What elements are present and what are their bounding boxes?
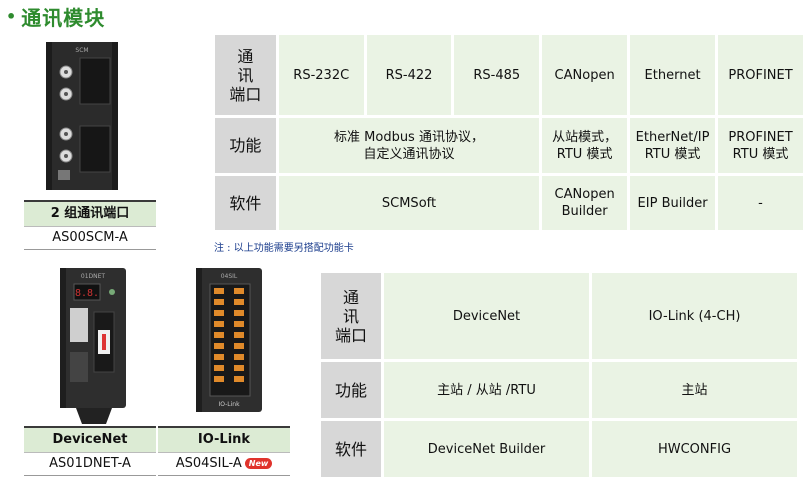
function-cell: 从站模式， RTU 模式: [542, 118, 628, 173]
footnote: 注 : 以上功能需要另搭配功能卡: [214, 243, 354, 254]
table2-row-interfaces: 通 讯 端口 DeviceNet IO-Link (4-CH): [321, 273, 797, 359]
interface-cell: CANopen: [542, 35, 628, 115]
dnet-label-top: DeviceNet: [24, 428, 156, 452]
dnet-label-model: AS01DNET-A: [24, 452, 156, 475]
table1-header-software: 软件: [215, 176, 276, 230]
section-title: •通讯模块: [6, 2, 105, 31]
sil-brand-text: IO-Link: [218, 401, 240, 408]
dnet-display-text: 8.8.: [75, 288, 99, 299]
function-cell: 主站 / 从站 /RTU: [384, 362, 589, 418]
function-cell: 主站: [592, 362, 797, 418]
interface-cell: IO-Link (4-CH): [592, 273, 797, 359]
table2-header-software: 软件: [321, 421, 381, 477]
dnet-label: DeviceNet AS01DNET-A: [24, 426, 156, 476]
table2-row-functions: 功能 主站 / 从站 /RTU 主站: [321, 362, 797, 418]
dnet-sil-spec-table: 通 讯 端口 DeviceNet IO-Link (4-CH) 功能 主站 / …: [318, 270, 800, 480]
sil-module-image: 04SIL IO-Link: [194, 268, 266, 414]
function-cell: 标准 Modbus 通讯协议， 自定义通讯协议: [278, 118, 540, 173]
table1-row-interfaces: 通 讯 端口 RS-232C RS-422 RS-485 CANopen Eth…: [215, 35, 803, 115]
sil-model-text: AS04SIL-A: [175, 456, 242, 471]
dnet-module-text: 01DNET: [81, 273, 106, 280]
function-cell: PROFINET RTU 模式: [718, 118, 803, 173]
software-cell: SCMSoft: [278, 176, 540, 230]
scm-spec-table: 通 讯 端口 RS-232C RS-422 RS-485 CANopen Eth…: [212, 32, 806, 233]
software-cell: DeviceNet Builder: [384, 421, 589, 477]
new-badge: New: [244, 458, 273, 469]
interface-cell: PROFINET: [718, 35, 803, 115]
table2-header-function: 功能: [321, 362, 381, 418]
scm-label: 2 组通讯端口 AS00SCM-A: [24, 200, 156, 250]
bullet: •: [6, 7, 18, 26]
table2-row-software: 软件 DeviceNet Builder HWCONFIG: [321, 421, 797, 477]
scm-module-text: SCM: [75, 47, 88, 54]
table1-header-ports: 通 讯 端口: [215, 35, 276, 115]
software-cell: EIP Builder: [630, 176, 716, 230]
table1-row-software: 软件 SCMSoft CANopen Builder EIP Builder -: [215, 176, 803, 230]
table2-header-ports: 通 讯 端口: [321, 273, 381, 359]
interface-cell: RS-485: [454, 35, 540, 115]
table1-row-functions: 功能 标准 Modbus 通讯协议， 自定义通讯协议 从站模式， RTU 模式 …: [215, 118, 803, 173]
dnet-module-image: 01DNET 8.8.: [56, 268, 132, 424]
scm-label-top: 2 组通讯端口: [24, 202, 156, 226]
section-title-text: 通讯模块: [21, 6, 106, 30]
function-cell: EtherNet/IP RTU 模式: [630, 118, 716, 173]
interface-cell: RS-422: [366, 35, 452, 115]
sil-label-top: IO-Link: [158, 428, 290, 452]
software-cell: HWCONFIG: [592, 421, 797, 477]
interface-cell: DeviceNet: [384, 273, 589, 359]
interface-cell: RS-232C: [278, 35, 364, 115]
sil-module-text: 04SIL: [221, 273, 238, 280]
table1-header-function: 功能: [215, 118, 276, 173]
interface-cell: Ethernet: [630, 35, 716, 115]
software-cell: CANopen Builder: [542, 176, 628, 230]
software-cell: -: [718, 176, 803, 230]
scm-module-image: SCM: [42, 42, 122, 190]
scm-label-model: AS00SCM-A: [24, 226, 156, 249]
